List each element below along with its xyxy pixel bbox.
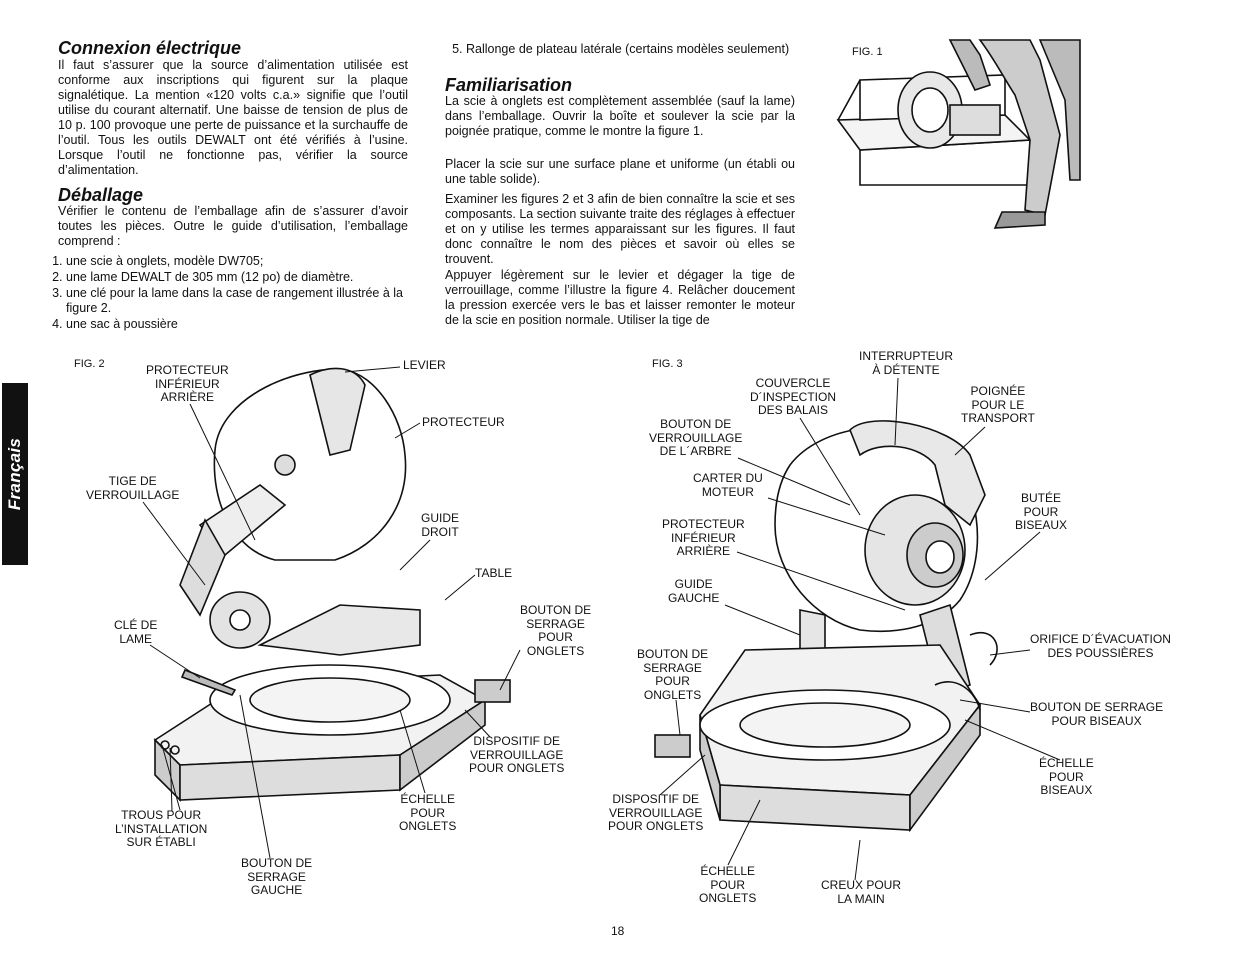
fig3-callout-protecteur-inf: PROTECTEUR INFÉRIEUR ARRIÈRE bbox=[662, 517, 745, 558]
connexion-heading: Connexion électrique bbox=[58, 38, 242, 58]
fig3-callout-creux: CREUX POUR LA MAIN bbox=[821, 878, 902, 906]
fig3-callout-echelle-biseaux: ÉCHELLE POUR BISEAUX bbox=[1039, 756, 1094, 797]
connexion-paragraph: Il faut s’assurer que la source d’alimen… bbox=[58, 58, 408, 177]
fig3-callout-butee: BUTÉE POUR BISEAUX bbox=[1015, 491, 1068, 532]
familiarisation-heading: Familiarisation bbox=[445, 75, 573, 95]
deballage-paragraph: Vérifier le contenu de l’emballage afin … bbox=[58, 204, 408, 248]
fig3-callout-dispositif: DISPOSITIF DE VERROUILLAGE POUR ONGLETS bbox=[608, 792, 704, 833]
fig2-label: FIG. 2 bbox=[74, 358, 105, 370]
fig3-callout-interrupteur: INTERRUPTEUR À DÉTENTE bbox=[859, 349, 954, 377]
fig2-callout-tige: TIGE DE VERROUILLAGE bbox=[86, 474, 180, 502]
fig2-callout-dispositif: DISPOSITIF DE VERROUILLAGE POUR ONGLETS bbox=[469, 734, 565, 775]
fig2-callout-bouton-serrage-onglets: BOUTON DE SERRAGE POUR ONGLETS bbox=[520, 603, 592, 658]
list-item: une lame DEWALT de 305 mm (12 po) de dia… bbox=[66, 270, 432, 285]
familiarisation-p4: Appuyer légèrement sur le levier et déga… bbox=[445, 268, 795, 327]
fig2-callout-protecteur-inferieur: PROTECTEUR INFÉRIEUR ARRIÈRE bbox=[146, 363, 229, 404]
list-item: une clé pour la lame dans la case de ran… bbox=[66, 286, 432, 316]
fig2-callout-protecteur: PROTECTEUR bbox=[422, 415, 505, 429]
fig3-callout-echelle-onglets: ÉCHELLE POUR ONGLETS bbox=[699, 864, 757, 905]
fig3-callout-poignee: POIGNÉE POUR LE TRANSPORT bbox=[961, 384, 1035, 425]
list-item: Rallonge de plateau latérale (certains m… bbox=[466, 42, 818, 57]
fig2-miter-saw-illustration bbox=[153, 367, 511, 802]
fig2-callout-levier: LEVIER bbox=[403, 358, 446, 372]
fig2-callout-bouton-gauche: BOUTON DE SERRAGE GAUCHE bbox=[241, 856, 313, 897]
familiarisation-p2: Placer la scie sur une surface plane et … bbox=[445, 157, 795, 186]
fig3-callout-guide-gauche: GUIDE GAUCHE bbox=[668, 577, 720, 605]
fig2-callout-echelle: ÉCHELLE POUR ONGLETS bbox=[399, 792, 457, 833]
package-contents-list-cont: Rallonge de plateau latérale (certains m… bbox=[444, 42, 818, 58]
fig3-callout-orifice: ORIFICE D´ÉVACUATION DES POUSSIÈRES bbox=[1030, 632, 1171, 660]
fig2-callout-cle: CLÉ DE LAME bbox=[114, 618, 158, 646]
list-item: une scie à onglets, modèle DW705; bbox=[66, 254, 432, 269]
fig3-callout-couvercle: COUVERCLE D´INSPECTION DES BALAIS bbox=[750, 376, 837, 417]
list-item: une sac à poussière bbox=[66, 317, 432, 332]
fig3-miter-saw-illustration bbox=[654, 420, 998, 833]
page-number: 18 bbox=[611, 924, 625, 938]
language-side-tab: Français bbox=[2, 383, 28, 565]
fig3-label: FIG. 3 bbox=[652, 358, 683, 370]
fig1-label: FIG. 1 bbox=[852, 46, 883, 58]
fig2-callout-trous: TROUS POUR L’INSTALLATION SUR ÉTABLI bbox=[115, 808, 208, 849]
familiarisation-p1: La scie à onglets est complètement assem… bbox=[445, 94, 795, 138]
fig3-callout-carter: CARTER DU MOTEUR bbox=[693, 471, 763, 499]
deballage-heading: Déballage bbox=[58, 185, 144, 205]
fig2-callout-table: TABLE bbox=[475, 566, 513, 580]
fig2-callout-guide-droit: GUIDE DROIT bbox=[421, 511, 460, 539]
fig3-callout-bouton-serrage-onglets: BOUTON DE SERRAGE POUR ONGLETS bbox=[637, 647, 709, 702]
package-contents-list: une scie à onglets, modèle DW705; une la… bbox=[44, 254, 432, 333]
fig3-callout-bouton-arbre: BOUTON DE VERROUILLAGE DE L´ARBRE bbox=[649, 417, 743, 458]
fig3-callout-bouton-biseaux: BOUTON DE SERRAGE POUR BISEAUX bbox=[1030, 700, 1164, 728]
familiarisation-p3: Examiner les figures 2 et 3 afin de bien… bbox=[445, 192, 795, 266]
fig1-illustration bbox=[836, 39, 1081, 229]
